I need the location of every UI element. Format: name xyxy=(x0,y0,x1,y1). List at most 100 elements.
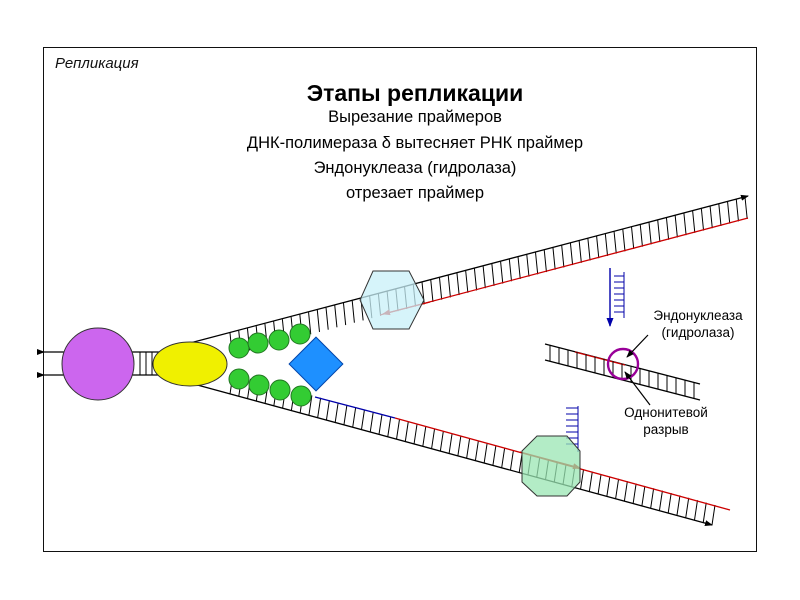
base-pair-tick xyxy=(457,435,462,457)
base-pair-tick xyxy=(491,263,495,286)
base-pair-tick xyxy=(456,273,460,296)
base-pair-tick xyxy=(727,201,731,224)
base-pair-tick xyxy=(561,245,565,268)
endonuclease-pointer xyxy=(626,334,649,358)
base-pair-tick xyxy=(343,404,348,426)
base-pair-tick xyxy=(535,252,539,275)
base-pair-tick xyxy=(711,504,716,526)
ssb-protein-icon xyxy=(247,332,269,354)
upper-new-strand xyxy=(379,217,749,316)
endonuclease-label-line-1: Эндонуклеаза xyxy=(653,308,743,323)
base-pair-tick xyxy=(342,302,347,326)
base-pair-tick xyxy=(422,426,427,447)
base-pair-tick xyxy=(552,247,556,270)
base-pair-tick xyxy=(473,268,478,291)
base-pair-tick xyxy=(438,277,443,300)
base-pair-tick xyxy=(615,478,620,499)
ssb-protein-icon xyxy=(248,374,270,396)
subtitle-line-3: Эндонуклеаза (гидролаза) xyxy=(313,159,517,177)
base-pair-tick xyxy=(474,440,479,461)
base-pair-tick xyxy=(709,206,713,229)
base-pair-tick xyxy=(439,431,444,452)
base-pair-tick xyxy=(317,397,322,418)
base-pair-tick xyxy=(650,488,655,509)
base-pair-tick xyxy=(685,497,690,518)
base-pair-tick xyxy=(613,231,617,254)
lower-template-strand xyxy=(189,373,731,527)
base-pair-tick xyxy=(500,261,504,284)
base-pair-tick xyxy=(597,473,602,495)
base-pair-tick xyxy=(413,423,418,445)
base-pair-tick xyxy=(622,229,626,252)
base-pair-tick xyxy=(648,222,652,245)
base-pair-tick xyxy=(404,421,409,442)
base-pair-tick xyxy=(641,485,646,507)
base-pair-tick xyxy=(580,469,585,490)
base-pair-tick xyxy=(508,259,513,282)
primase-diamond-icon xyxy=(288,336,344,392)
base-pair-tick xyxy=(596,236,600,259)
base-pair-tick xyxy=(448,433,453,454)
base-pair-tick xyxy=(308,312,312,335)
subtitle-line-4: отрезает праймер xyxy=(345,184,485,202)
ssb-protein-icon xyxy=(228,337,250,359)
subtitle-line-1: Вырезание праймеров xyxy=(328,108,502,126)
base-pair-tick xyxy=(632,483,637,504)
base-pair-tick xyxy=(378,414,383,435)
base-pair-tick xyxy=(465,270,469,293)
base-pair-tick xyxy=(693,500,698,521)
base-pair-tick xyxy=(657,220,661,243)
base-pair-tick xyxy=(606,476,611,497)
base-pair-tick xyxy=(543,249,547,273)
nick-label-line-2: разрыв xyxy=(643,422,689,437)
base-pair-tick xyxy=(631,226,635,250)
base-pair-tick xyxy=(360,409,365,430)
base-pair-tick xyxy=(692,210,696,233)
base-pair-tick xyxy=(396,419,401,440)
base-pair-tick xyxy=(431,428,436,449)
base-pair-tick xyxy=(700,208,705,231)
ssb-protein-icon xyxy=(268,329,290,351)
base-pair-tick xyxy=(482,266,486,289)
base-pair-tick xyxy=(483,442,488,464)
base-pair-tick xyxy=(639,224,643,247)
base-pair-tick xyxy=(517,256,521,279)
base-pair-tick xyxy=(308,395,313,416)
base-pair-tick xyxy=(325,400,330,421)
ssb-protein-icon xyxy=(289,323,311,345)
base-pair-tick xyxy=(578,240,582,263)
base-pair-tick xyxy=(430,279,434,303)
base-pair-tick xyxy=(334,305,338,328)
page-title: Этапы репликации xyxy=(306,80,524,106)
base-pair-tick xyxy=(387,416,392,437)
base-pair-tick xyxy=(674,215,678,238)
base-pair-tick xyxy=(676,495,681,516)
base-pair-tick xyxy=(718,203,722,226)
helicase-circle-icon xyxy=(61,327,135,401)
topoisomerase-ellipse-icon xyxy=(152,341,228,387)
base-pair-tick xyxy=(369,412,374,433)
endonuclease-label-line-2: (гидролаза) xyxy=(661,325,735,340)
base-pair-tick xyxy=(509,450,514,471)
ssb-proteins xyxy=(228,323,312,407)
nick-label-line-1: Однонитевой xyxy=(624,405,708,420)
subtitle-line-2: ДНК-полимераза δ вытесняет РНК праймер xyxy=(246,134,584,152)
nick-pointer xyxy=(624,371,651,406)
base-pair-tick xyxy=(316,309,320,332)
base-pair-tick xyxy=(334,402,339,423)
base-pair-tick xyxy=(588,471,593,492)
base-pair-tick xyxy=(351,300,355,323)
base-pair-tick xyxy=(665,217,670,240)
base-pair-tick xyxy=(658,490,663,511)
lower-dna-fragment xyxy=(314,396,396,419)
ssb-protein-icon xyxy=(228,368,250,390)
corner-label: Репликация xyxy=(55,55,139,72)
base-pair-tick xyxy=(447,275,451,298)
base-pair-tick xyxy=(501,447,506,468)
polymerase-octagon-icon xyxy=(521,435,581,497)
base-pair-tick xyxy=(466,438,471,459)
endonuclease-label: Эндонуклеаза (гидролаза) xyxy=(638,307,758,341)
base-pair-tick xyxy=(667,493,672,514)
base-pair-tick xyxy=(683,213,687,236)
